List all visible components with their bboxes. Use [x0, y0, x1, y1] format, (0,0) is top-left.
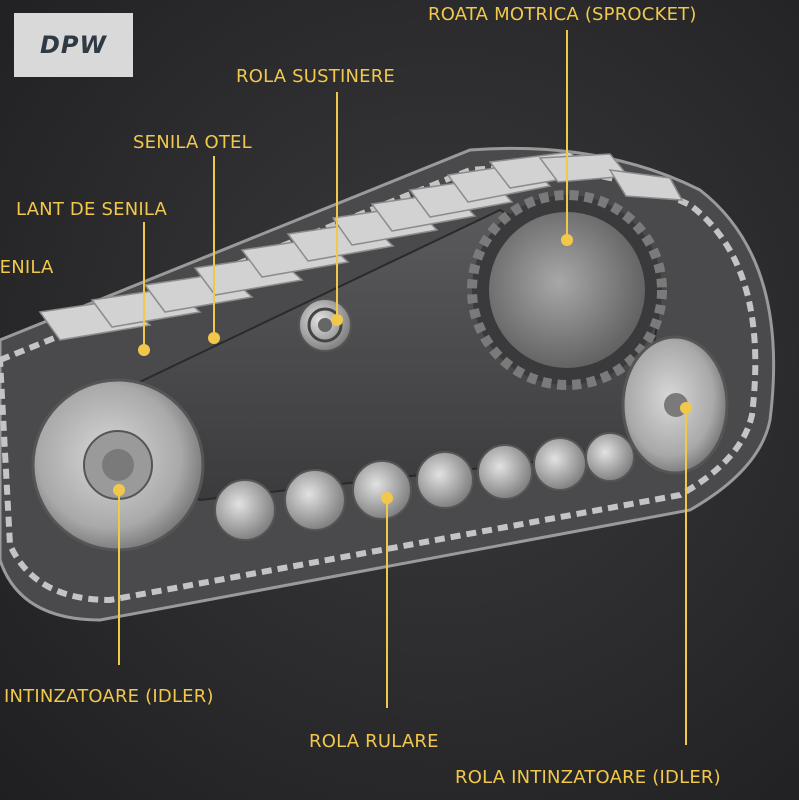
track-shoes: [38, 151, 684, 341]
label-carrier-roller: ROLA SUSTINERE: [236, 66, 395, 87]
brand-logo: DPW: [14, 13, 133, 77]
label-steel-track: SENILA OTEL: [133, 132, 252, 153]
callout-leaders: [113, 30, 692, 745]
carrier-roller: [298, 298, 352, 352]
rear-idler-wheel: [621, 335, 729, 475]
label-track-chain: LANT DE SENILA: [16, 199, 168, 220]
front-idler-wheel: [31, 378, 205, 552]
track-rollers: [214, 432, 635, 541]
brand-logo-text: DPW: [40, 31, 107, 59]
sprocket-wheel: [467, 190, 667, 390]
label-rear-idler: ROLA INTINZATOARE (IDLER): [455, 767, 721, 788]
label-track-roller: ROLA RULARE: [309, 731, 439, 752]
label-sprocket: ROATA MOTRICA (SPROCKET): [428, 4, 697, 25]
label-track-shoe: SENILA: [0, 257, 54, 278]
label-front-idler: INTINZATOARE (IDLER): [4, 686, 214, 707]
